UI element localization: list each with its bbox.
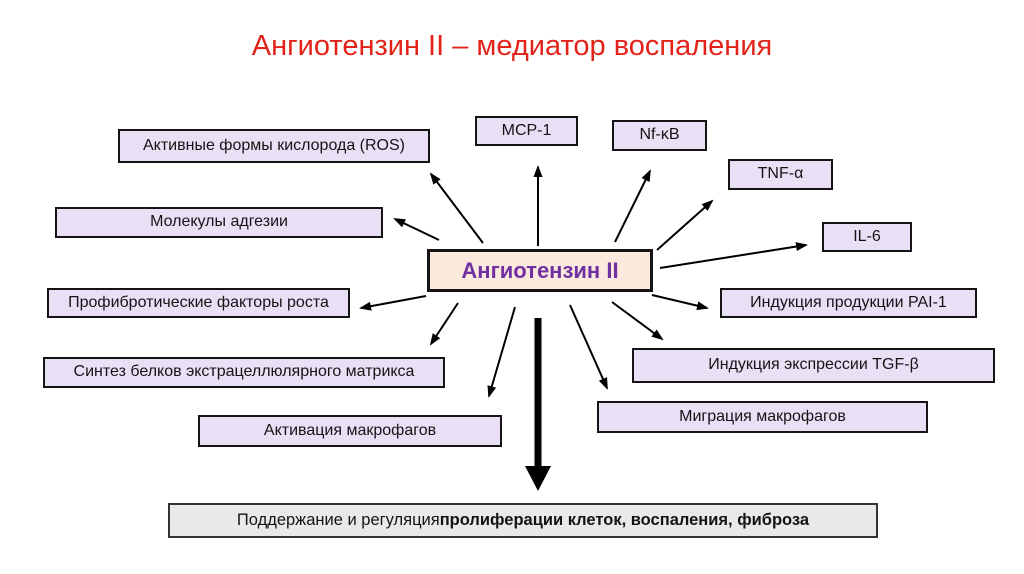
- node-tnf-alpha: TNF-α: [728, 159, 833, 190]
- node-angiotensin-ii: Ангиотензин II: [427, 249, 653, 292]
- node-macrophage-activation: Активация макрофагов: [198, 415, 502, 447]
- arrow-to-nfkb: [614, 169, 651, 243]
- node-il6: IL-6: [822, 222, 912, 252]
- node-macrophage-migration: Миграция макрофагов: [597, 401, 928, 433]
- page-title: Ангиотензин II – медиатор воспаления: [251, 30, 773, 62]
- footer-text-normal: Поддержание и регуляция: [236, 511, 440, 529]
- arrow-to-il6: [659, 242, 808, 269]
- node-profibrotic: Профибротические факторы роста: [47, 288, 350, 318]
- node-tgf-beta: Индукция экспрессии TGF-β: [632, 348, 995, 383]
- node-ros: Активные формы кислорода (ROS): [118, 129, 430, 163]
- footer-text-bold: пролиферации клеток, воспаления, фиброза: [439, 511, 810, 529]
- arrow-to-macrophage-activation: [487, 306, 516, 398]
- node-ecm-synthesis: Синтез белков экстрацеллюлярного матрикс…: [43, 357, 445, 388]
- node-adhesion: Молекулы адгезии: [55, 207, 383, 238]
- arrow-to-ros: [429, 172, 484, 244]
- arrow-to-macrophage-migration: [569, 304, 608, 390]
- node-nfkb: Nf-κB: [612, 120, 707, 151]
- node-pai1: Индукция продукции PAI-1: [720, 288, 977, 318]
- arrow-to-pai1: [651, 294, 709, 311]
- thick-arrow-to-footer-head: [525, 466, 551, 491]
- arrow-to-tnf-alpha: [656, 199, 714, 251]
- footer-summary-box: Поддержание и регуляция пролиферации кле…: [168, 503, 878, 538]
- arrow-to-ecm-synthesis: [429, 302, 459, 346]
- node-mcp1: MCP-1: [475, 116, 578, 146]
- arrow-to-tgf-beta: [611, 301, 664, 341]
- arrow-to-profibrotic: [359, 295, 427, 311]
- arrow-to-adhesion: [393, 218, 440, 241]
